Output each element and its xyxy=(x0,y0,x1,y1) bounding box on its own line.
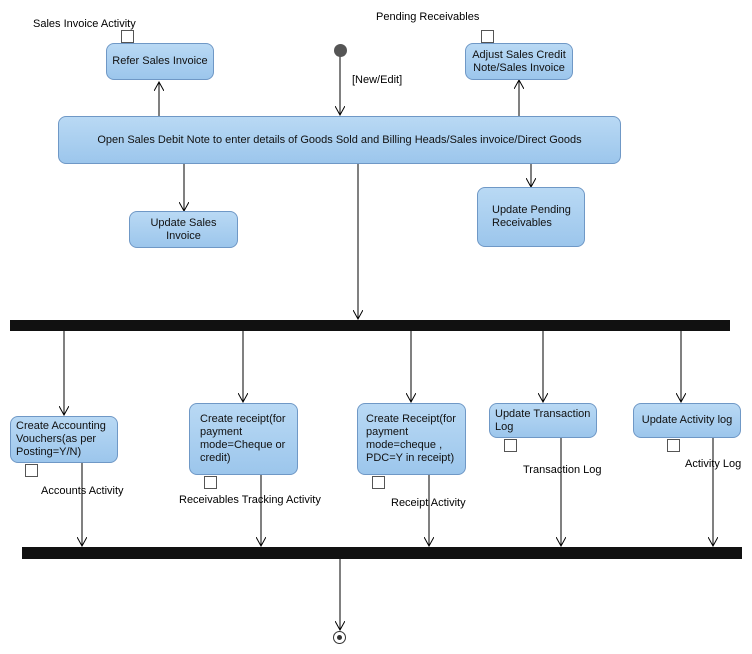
object-node-receipt-activity xyxy=(372,476,385,489)
activity-update-pending-receivables: Update Pending Receivables xyxy=(477,187,585,247)
object-node-activity-log xyxy=(667,439,680,452)
activity-label: Open Sales Debit Note to enter details o… xyxy=(97,133,582,146)
join-bar xyxy=(22,547,742,559)
object-node-sales-invoice-activity xyxy=(121,30,134,43)
object-label-activity-log: Activity Log xyxy=(685,458,742,470)
activity-label: Create Receipt(for payment mode=cheque ,… xyxy=(366,413,456,464)
object-label-transaction-log: Transaction Log xyxy=(523,464,602,476)
object-node-transaction-log xyxy=(504,439,517,452)
activity-open-sales-debit-note: Open Sales Debit Note to enter details o… xyxy=(58,116,621,164)
fork-bar xyxy=(10,320,730,331)
activity-update-sales-invoice: Update Sales Invoice xyxy=(129,211,238,248)
activity-label: Refer Sales Invoice xyxy=(112,55,208,67)
activity-label: Update Transaction Log xyxy=(495,407,591,433)
activity-update-activity-log: Update Activity log xyxy=(633,403,741,438)
activity-create-receipt-pdc: Create Receipt(for payment mode=cheque ,… xyxy=(357,403,466,475)
activity-create-receipt-credit: Create receipt(for payment mode=Cheque o… xyxy=(189,403,298,475)
object-node-pending-receivables xyxy=(481,30,494,43)
object-label-pending-receivables: Pending Receivables xyxy=(376,11,480,23)
object-node-receivables-tracking xyxy=(204,476,217,489)
activity-label: Update Sales Invoice xyxy=(150,216,217,242)
activity-adjust-credit-note: Adjust Sales Credit Note/Sales Invoice xyxy=(465,43,573,80)
activity-label: Update Pending Receivables xyxy=(492,204,571,229)
final-node xyxy=(333,631,346,644)
activity-label: Create receipt(for payment mode=Cheque o… xyxy=(200,413,286,464)
object-label-receipt-activity: Receipt Activity xyxy=(391,497,466,509)
activity-create-accounting-vouchers: Create Accounting Vouchers(as per Postin… xyxy=(10,416,118,463)
activity-label: Adjust Sales Credit Note/Sales Invoice xyxy=(472,48,566,74)
activity-update-transaction-log: Update Transaction Log xyxy=(489,403,597,438)
object-label-sales-invoice-activity: Sales Invoice Activity xyxy=(33,18,136,30)
guard-label: [New/Edit] xyxy=(352,74,403,86)
object-label-accounts-activity: Accounts Activity xyxy=(41,485,124,497)
object-label-receivables-tracking: Receivables Tracking Activity xyxy=(179,494,321,506)
object-node-accounts-activity xyxy=(25,464,38,477)
activity-label: Update Activity log xyxy=(641,414,733,426)
activity-label: Create Accounting Vouchers(as per Postin… xyxy=(16,420,106,458)
activity-refer-sales-invoice: Refer Sales Invoice xyxy=(106,43,214,80)
initial-node xyxy=(334,44,347,57)
